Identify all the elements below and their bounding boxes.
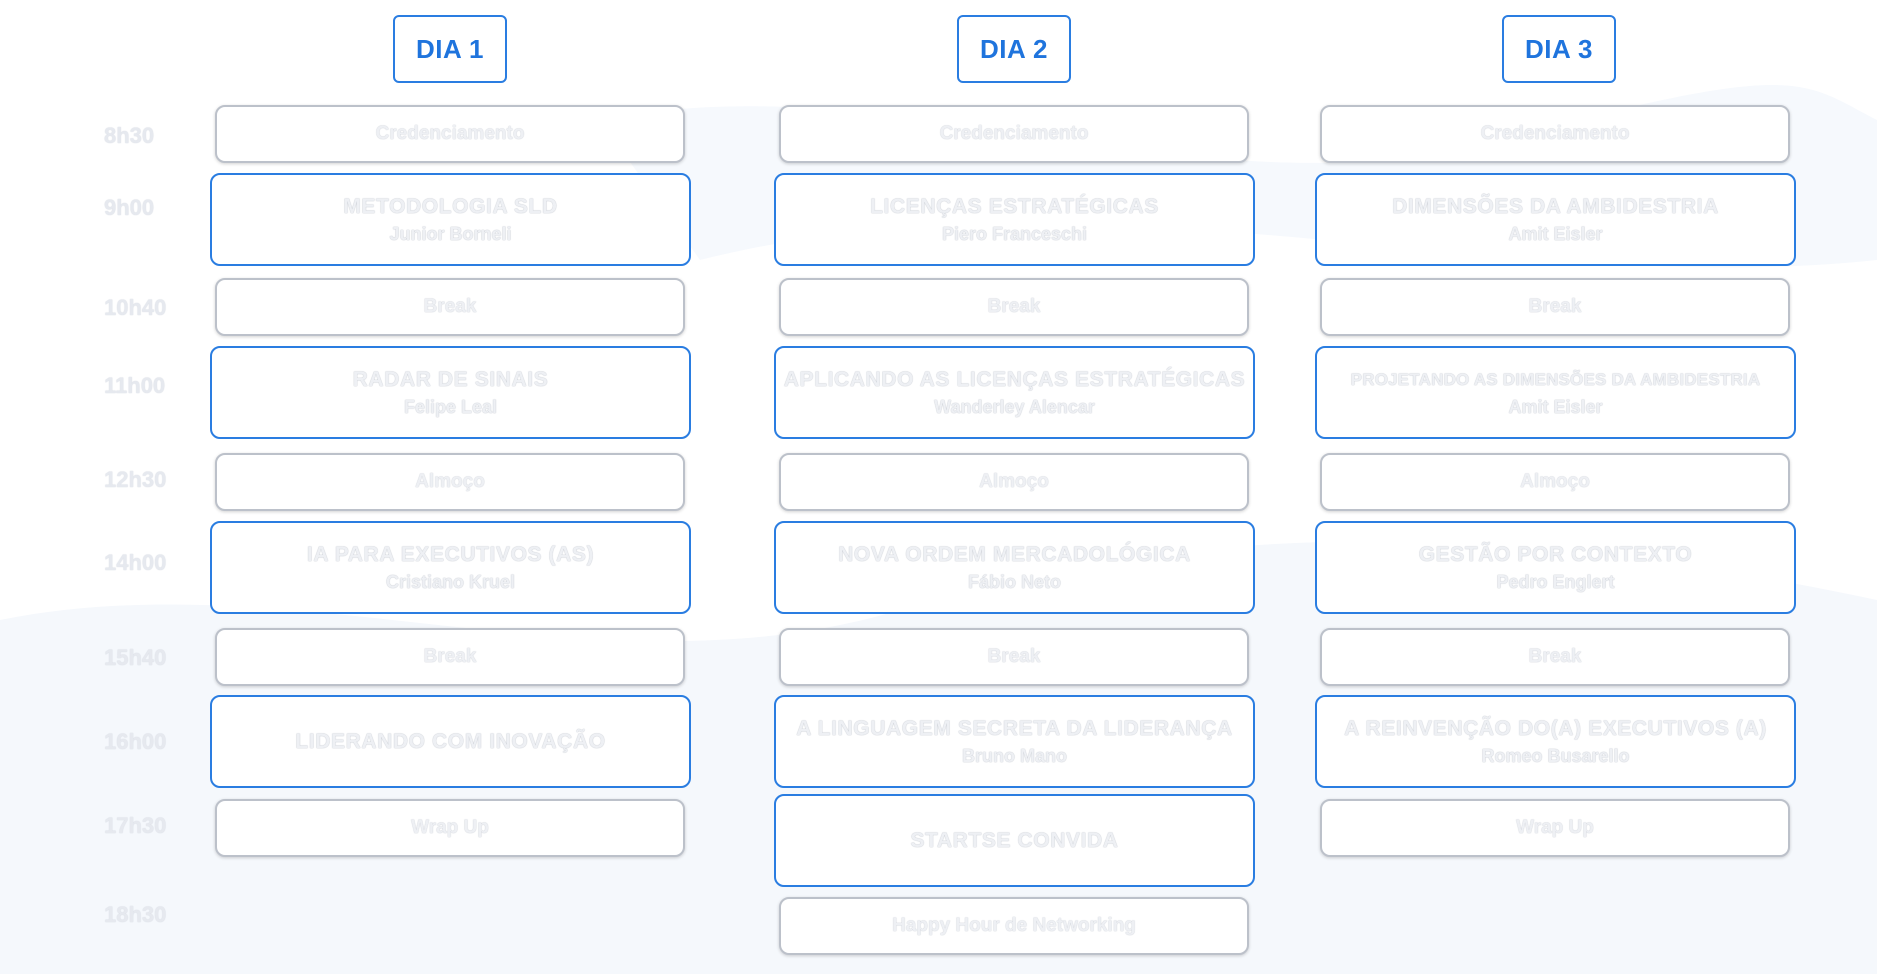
day2-talk-2[interactable]: APLICANDO AS LICENÇAS ESTRATÉGICAS Wande… [774, 346, 1255, 439]
day-header-1[interactable]: DIA 1 [393, 15, 507, 83]
talk-speaker: Cristiano Kruel [385, 571, 516, 592]
slot-label: Happy Hour de Networking [892, 915, 1136, 936]
talk-speaker: Fábio Neto [968, 571, 1061, 592]
talk-title: STARTSE CONVIDA [910, 828, 1119, 852]
day2-credenciamento[interactable]: Credenciamento [779, 105, 1249, 163]
talk-title: LICENÇAS ESTRATÉGICAS [870, 194, 1159, 218]
time-label: 14h00 [104, 550, 167, 575]
day1-break-1[interactable]: Break [215, 278, 685, 336]
day3-talk-4[interactable]: A REINVENÇÃO DO(A) EXECUTIVOS (A) Romeo … [1315, 695, 1796, 788]
slot-label: Almoço [1520, 471, 1590, 492]
day1-credenciamento[interactable]: Credenciamento [215, 105, 685, 163]
talk-speaker: Amit Eisler [1508, 223, 1603, 244]
talk-title: PROJETANDO AS DIMENSÕES DA AMBIDESTRIA [1350, 369, 1761, 389]
slot-label: Credenciamento [1480, 123, 1630, 144]
day1-talk-4[interactable]: LIDERANDO COM INOVAÇÃO [210, 695, 691, 788]
time-label: 18h30 [104, 902, 167, 927]
day3-wrap-up[interactable]: Wrap Up [1320, 799, 1790, 857]
talk-speaker: Pedro Englert [1496, 571, 1615, 592]
talk-title: NOVA ORDEM MERCADOLÓGICA [838, 542, 1191, 566]
day2-talk-3[interactable]: NOVA ORDEM MERCADOLÓGICA Fábio Neto [774, 521, 1255, 614]
talk-speaker: Bruno Mano [962, 745, 1067, 766]
day2-break-1[interactable]: Break [779, 278, 1249, 336]
slot-label: Wrap Up [1516, 817, 1594, 838]
day-header-3[interactable]: DIA 3 [1502, 15, 1616, 83]
time-label: 8h30 [104, 123, 155, 148]
time-label: 16h00 [104, 729, 167, 754]
day1-talk-2[interactable]: RADAR DE SINAIS Felipe Leal [210, 346, 691, 439]
talk-title: METODOLOGIA SLD [343, 194, 558, 218]
day2-happy-hour[interactable]: Happy Hour de Networking [779, 897, 1249, 955]
time-label: 10h40 [104, 295, 167, 320]
day3-almoco[interactable]: Almoço [1320, 453, 1790, 511]
talk-title: APLICANDO AS LICENÇAS ESTRATÉGICAS [783, 367, 1246, 391]
day-header-2[interactable]: DIA 2 [957, 15, 1071, 83]
slot-label: Break [423, 296, 477, 317]
slot-label: Break [987, 296, 1041, 317]
talk-speaker: Amit Eisler [1508, 396, 1603, 417]
slot-label: Wrap Up [411, 817, 489, 838]
slot-label: Almoço [979, 471, 1049, 492]
day1-talk-1[interactable]: METODOLOGIA SLD Junior Borneli [210, 173, 691, 266]
talk-title: LIDERANDO COM INOVAÇÃO [295, 729, 606, 753]
day3-break-2[interactable]: Break [1320, 628, 1790, 686]
talk-title: DIMENSÕES DA AMBIDESTRIA [1392, 194, 1719, 218]
talk-title: GESTÃO POR CONTEXTO [1418, 542, 1693, 566]
day1-talk-3[interactable]: IA PARA EXECUTIVOS (AS) Cristiano Kruel [210, 521, 691, 614]
day2-break-2[interactable]: Break [779, 628, 1249, 686]
time-label: 15h40 [104, 645, 167, 670]
day1-wrap-up[interactable]: Wrap Up [215, 799, 685, 857]
time-label: 17h30 [104, 813, 167, 838]
day3-talk-3[interactable]: GESTÃO POR CONTEXTO Pedro Englert [1315, 521, 1796, 614]
talk-title: IA PARA EXECUTIVOS (AS) [306, 542, 595, 566]
day3-break-1[interactable]: Break [1320, 278, 1790, 336]
time-label: 11h00 [104, 373, 166, 398]
talk-title: RADAR DE SINAIS [352, 367, 549, 391]
day3-talk-1[interactable]: DIMENSÕES DA AMBIDESTRIA Amit Eisler [1315, 173, 1796, 266]
day2-talk-4[interactable]: A LINGUAGEM SECRETA DA LIDERANÇA Bruno M… [774, 695, 1255, 788]
slot-label: Break [423, 646, 477, 667]
talk-speaker: Romeo Busarello [1481, 745, 1630, 766]
talk-title: A REINVENÇÃO DO(A) EXECUTIVOS (A) [1344, 716, 1767, 740]
day3-talk-2[interactable]: PROJETANDO AS DIMENSÕES DA AMBIDESTRIA A… [1315, 346, 1796, 439]
day2-almoco[interactable]: Almoço [779, 453, 1249, 511]
day2-talk-5[interactable]: STARTSE CONVIDA [774, 794, 1255, 887]
slot-label: Almoço [415, 471, 485, 492]
talk-title: A LINGUAGEM SECRETA DA LIDERANÇA [796, 716, 1233, 740]
talk-speaker: Felipe Leal [403, 396, 498, 417]
talk-speaker: Piero Franceschi [941, 223, 1088, 244]
day1-almoco[interactable]: Almoço [215, 453, 685, 511]
slot-label: Break [1528, 296, 1582, 317]
slot-label: Credenciamento [375, 123, 525, 144]
slot-label: Break [1528, 646, 1582, 667]
time-label: 12h30 [104, 467, 167, 492]
slot-label: Break [987, 646, 1041, 667]
day1-break-2[interactable]: Break [215, 628, 685, 686]
day3-credenciamento[interactable]: Credenciamento [1320, 105, 1790, 163]
time-label: 9h00 [104, 195, 155, 220]
slot-label: Credenciamento [939, 123, 1089, 144]
talk-speaker: Wanderley Alencar [934, 396, 1095, 417]
day2-talk-1[interactable]: LICENÇAS ESTRATÉGICAS Piero Franceschi [774, 173, 1255, 266]
talk-speaker: Junior Borneli [389, 223, 512, 244]
